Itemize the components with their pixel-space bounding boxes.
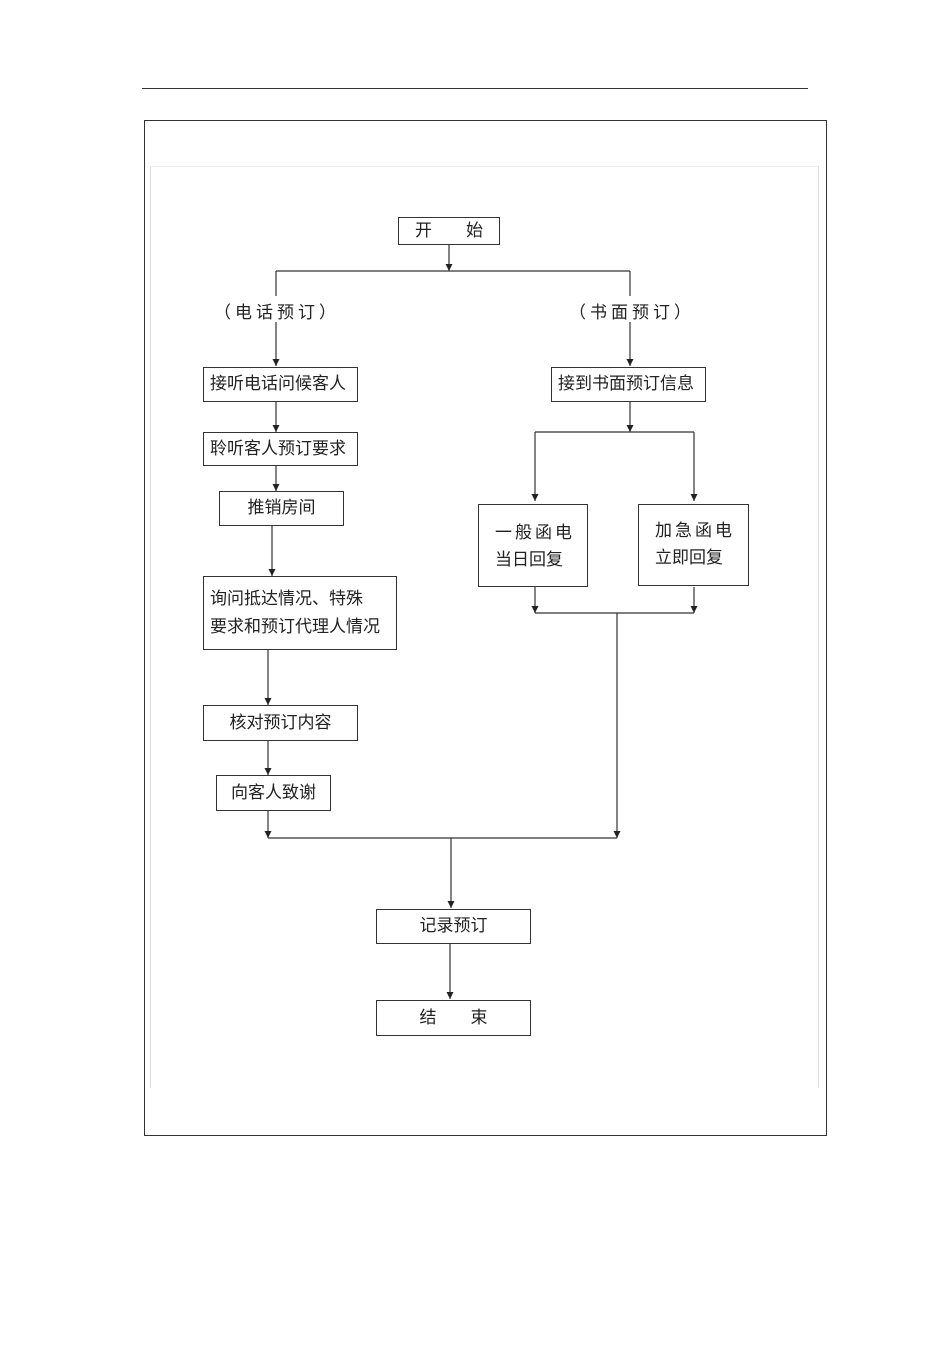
- thank-guest-label: 向客人致谢: [231, 783, 316, 803]
- listen-requirements-node: 聆听客人预订要求: [203, 432, 358, 466]
- answer-phone-node: 接听电话问候客人: [203, 367, 358, 402]
- inquire-details-line2: 要求和预订代理人情况: [210, 617, 380, 637]
- general-letter-line2: 当日回复: [495, 550, 563, 570]
- listen-requirements-label: 聆听客人预订要求: [210, 439, 346, 459]
- end-node: 结 束: [376, 1000, 531, 1036]
- general-letter-line1: 一般函电: [495, 523, 575, 543]
- end-label: 结 束: [419, 1008, 488, 1028]
- urgent-letter-line1: 加急函电: [655, 521, 735, 541]
- diagram-frame: [144, 120, 827, 1136]
- phone-reservation-label: （电话预订）: [214, 303, 340, 323]
- inquire-details-line1: 询问抵达情况、特殊: [210, 589, 363, 609]
- start-node: 开 始: [398, 217, 500, 245]
- general-letter-node: 一般函电 当日回复: [478, 504, 588, 587]
- verify-reservation-node: 核对预订内容: [203, 705, 358, 741]
- thank-guest-node: 向客人致谢: [216, 775, 331, 811]
- receive-written-node: 接到书面预订信息: [551, 367, 706, 402]
- urgent-letter-node: 加急函电 立即回复: [638, 504, 749, 586]
- promote-rooms-node: 推销房间: [219, 491, 344, 526]
- diagram-inner-frame: [150, 166, 819, 1088]
- verify-reservation-label: 核对预订内容: [229, 713, 332, 733]
- header-rule: [142, 88, 808, 89]
- receive-written-label: 接到书面预订信息: [558, 374, 694, 394]
- start-label: 开 始: [415, 221, 483, 241]
- promote-rooms-label: 推销房间: [247, 498, 316, 518]
- answer-phone-label: 接听电话问候客人: [210, 374, 346, 394]
- record-reservation-node: 记录预订: [376, 909, 531, 944]
- written-reservation-label: （书面预订）: [569, 303, 695, 323]
- urgent-letter-line2: 立即回复: [655, 548, 723, 568]
- inquire-details-node: 询问抵达情况、特殊 要求和预订代理人情况: [203, 576, 397, 650]
- record-reservation-label: 记录预订: [419, 916, 488, 936]
